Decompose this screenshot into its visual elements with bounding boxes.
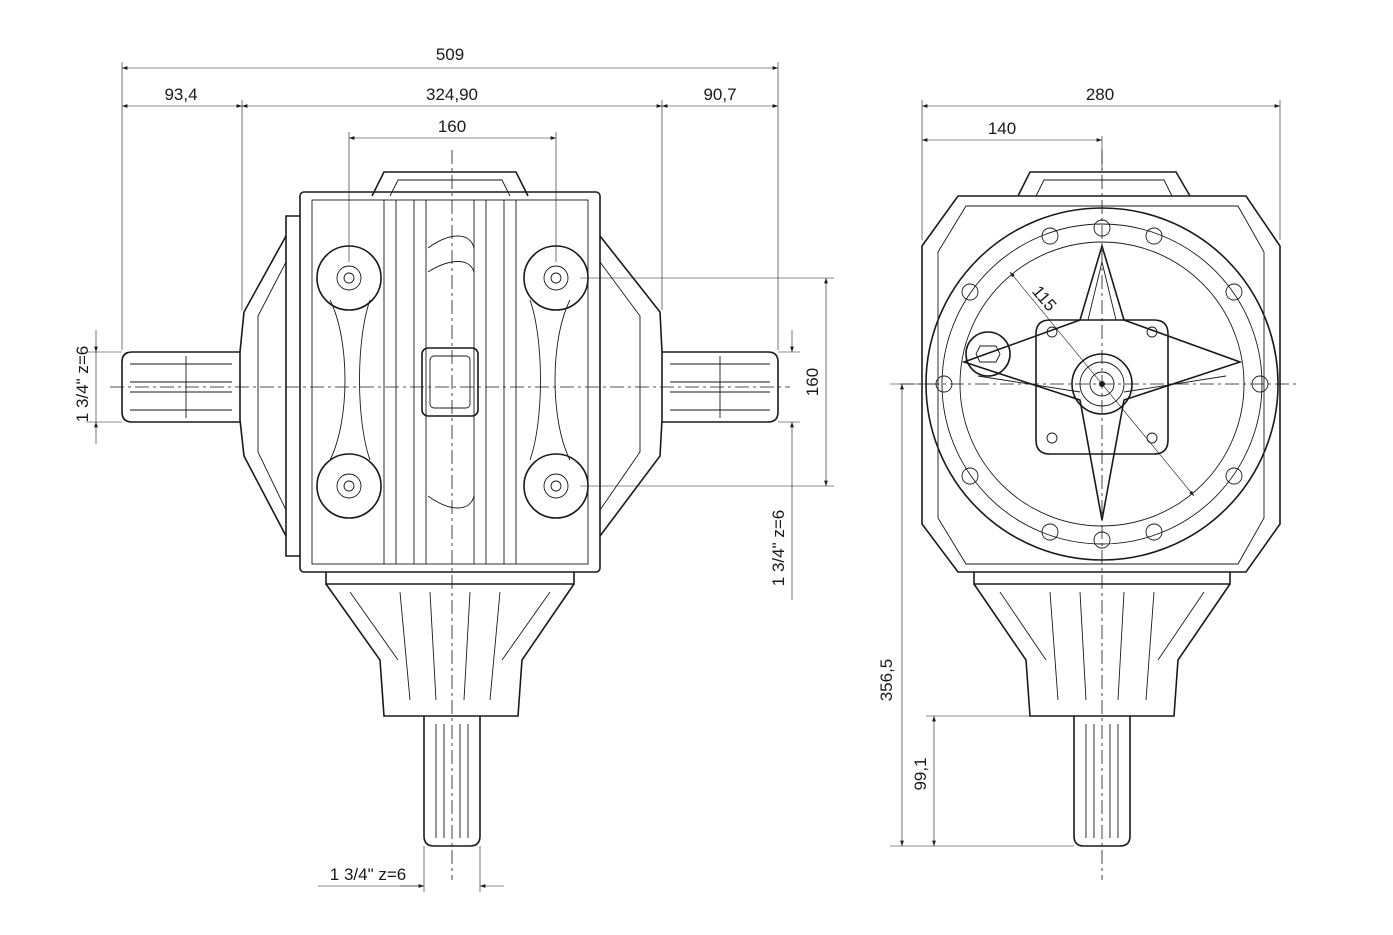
dim-overall-width: 509 (436, 45, 464, 64)
dim-left-shaft: 93,4 (164, 85, 197, 104)
bolt-boss-bottom-right (523, 453, 589, 519)
dim-shaft-length: 99,1 (911, 757, 930, 790)
dim-shaft-left: 1 3/4" z=6 (73, 346, 92, 422)
dim-shaft-bottom: 1 3/4" z=6 (330, 865, 406, 884)
dim-bolt-spacing-v: 160 (803, 368, 822, 396)
dim-bolt-spacing-h: 160 (438, 117, 466, 136)
front-dimensions (86, 62, 834, 892)
dim-side-width: 280 (1086, 85, 1114, 104)
front-view (110, 150, 790, 880)
dim-overall-height: 356,5 (877, 659, 896, 702)
dim-body-width: 324,90 (426, 85, 478, 104)
dim-right-shaft: 90,7 (703, 85, 736, 104)
side-view (900, 150, 1296, 880)
front-dimension-labels: 509 93,4 324,90 90,7 160 160 1 3/4" z=6 … (73, 45, 822, 884)
dim-side-half: 140 (988, 119, 1016, 138)
side-dimensions (890, 100, 1281, 847)
dim-flange-dia: 115 (1028, 282, 1060, 315)
dim-shaft-right: 1 3/4" z=6 (769, 510, 788, 586)
body-fins (329, 200, 571, 564)
side-dimension-labels: 280 140 115 356,5 99,1 (877, 85, 1114, 791)
bolt-boss-bottom-left (316, 453, 382, 519)
